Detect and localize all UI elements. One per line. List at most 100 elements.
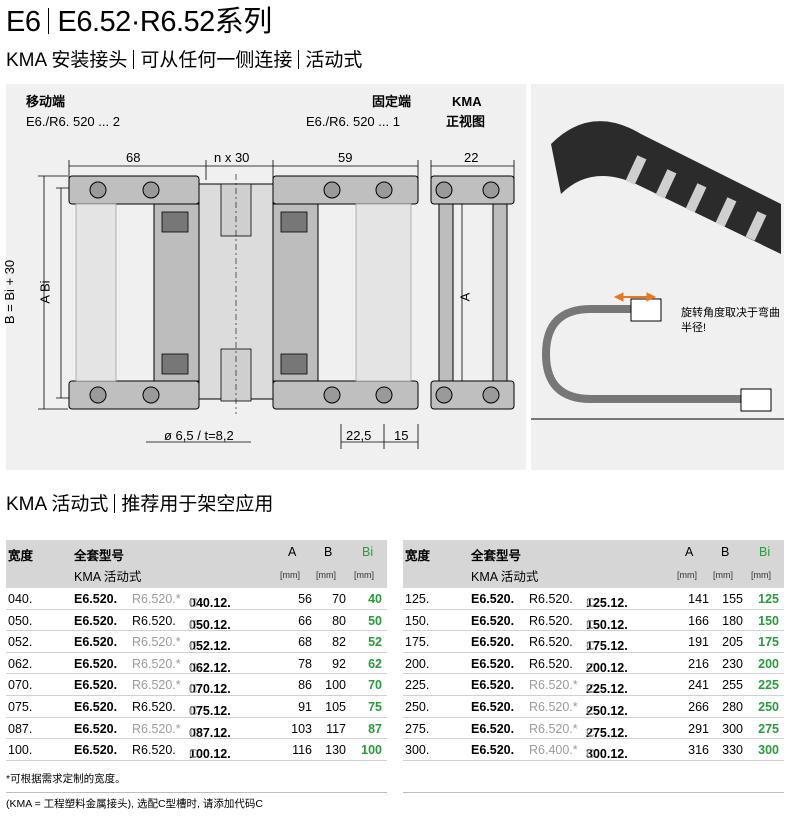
front-view-label: 正视图 [446, 114, 486, 129]
cell-e-part: E6.520. [471, 635, 515, 650]
dim-a-bi: A Bi [37, 280, 53, 304]
cell-e-part: E6.520. [74, 699, 118, 714]
cell-code-suffix: C [586, 703, 596, 718]
col-a: A [288, 545, 297, 559]
table-header: 宽度 全套型号 KMA 活动式 A B Bi [mm] [mm] [mm] [403, 540, 784, 588]
cell-width: 275. [405, 721, 430, 736]
section-title-recommend: 推荐用于架空应用 [121, 494, 274, 515]
dim-68: 68 [126, 150, 141, 165]
cell-r-part: R6.520.* [132, 592, 181, 606]
fixed-end-label: 固定端 [372, 94, 412, 109]
cell-b: 70 [332, 592, 346, 606]
cell-width: 200. [405, 656, 430, 671]
unit-b: [mm] [316, 570, 336, 580]
cell-bi: 225 [758, 678, 779, 693]
cell-bi: 175 [758, 635, 779, 650]
cell-r-part: R6.520. [529, 635, 573, 650]
unit-b: [mm] [713, 570, 733, 580]
col-part: 全套型号 [471, 549, 522, 563]
cell-e-part: E6.520. [74, 721, 118, 736]
cell-code-number: 275.12. [586, 725, 628, 740]
cell-width: 075. [8, 699, 33, 714]
page-title: E6 E6.52·R6.52系列 [6, 4, 272, 40]
cell-bi: 275 [758, 721, 779, 736]
cell-a: 291 [688, 721, 709, 736]
kma-label: KMA [452, 94, 482, 109]
chain-photo [551, 121, 781, 254]
cell-b: 82 [332, 635, 346, 650]
cell-code-number: 100.12. [189, 747, 231, 762]
col-b: B [721, 545, 730, 559]
cell-r-part: R6.520. [132, 743, 176, 758]
col-width: 宽度 [8, 549, 34, 563]
cell-code-number: 075.12. [189, 703, 231, 718]
cell-code-suffix: C [586, 747, 596, 762]
cell-r-part: R6.520.* [529, 678, 578, 693]
cell-r-part: R6.520.* [132, 721, 181, 736]
col-a: A [685, 545, 694, 559]
cell-b: 155 [722, 592, 743, 606]
cell-r-part: R6.520.* [132, 635, 181, 650]
cell-e-part: E6.520. [471, 592, 515, 606]
cell-code-suffix: C [189, 660, 199, 675]
col-part: 全套型号 [74, 549, 125, 563]
cell-b: 205 [722, 635, 743, 650]
section-divider [114, 494, 116, 513]
table-header: 宽度 全套型号 KMA 活动式 A B Bi [mm] [mm] [mm] [6, 540, 387, 588]
cell-a: 103 [291, 721, 312, 736]
dim-a: A [457, 292, 473, 302]
cell-code-suffix: C [189, 682, 199, 697]
cell-a: 116 [292, 743, 312, 758]
cell-e-part: E6.520. [471, 613, 515, 628]
cell-code-number: 052.12. [189, 639, 231, 654]
crossbar [198, 174, 274, 414]
cell-code-number: 040.12. [189, 596, 231, 610]
cell-b: 92 [332, 656, 346, 671]
cell-b: 180 [722, 613, 743, 628]
cell-e-part: E6.520. [471, 656, 515, 671]
series-label: E6 [6, 6, 41, 38]
chain-illustration [531, 121, 784, 420]
drawing-svg [38, 160, 515, 449]
chain-schematic [531, 298, 784, 420]
parts-table-left: 宽度 全套型号 KMA 活动式 A B Bi [mm] [mm] [mm] 04… [6, 540, 387, 761]
technical-drawing: 移动端 E6./R6. 520 ... 2 固定端 E6./R6. 520 ..… [2, 84, 526, 470]
cell-b: 100 [325, 678, 346, 693]
series-title: E6.52·R6.52系列 [57, 6, 272, 38]
cell-r-part: R6.520.* [529, 721, 578, 736]
cell-b: 130 [325, 743, 346, 758]
footnote-custom-width: *可根据需求定制的宽度。 [6, 773, 126, 785]
cell-code-number: 200.12. [586, 660, 628, 675]
cell-a: 166 [688, 613, 709, 628]
cell-bi: 100 [361, 743, 382, 758]
cell-code-suffix: C [189, 617, 199, 632]
cell-b: 330 [722, 743, 743, 758]
cell-bi: 200 [758, 656, 779, 671]
product-illustration: 旋转角度取决于弯曲半径! [531, 84, 784, 470]
cell-e-part: E6.520. [74, 656, 118, 671]
subtitle-kma: KMA 安装接头 [6, 50, 128, 71]
cell-code-suffix: C [586, 682, 596, 697]
cell-bi: 87 [368, 721, 382, 736]
parts-table-right: 宽度 全套型号 KMA 活动式 A B Bi [mm] [mm] [mm] 12… [403, 540, 784, 761]
cell-a: 68 [298, 635, 312, 650]
cell-width: 225. [405, 678, 430, 693]
footnote-divider [6, 792, 387, 793]
double-arrow-icon [613, 292, 657, 302]
rotation-note: 旋转角度取决于弯曲半径! [681, 307, 780, 334]
cell-e-part: E6.520. [74, 635, 118, 650]
cell-width: 175. [405, 635, 430, 650]
dim-b-bi: B = Bi + 30 [2, 259, 18, 325]
cell-code-number: 125.12. [586, 596, 628, 610]
cell-a: 66 [298, 613, 312, 628]
